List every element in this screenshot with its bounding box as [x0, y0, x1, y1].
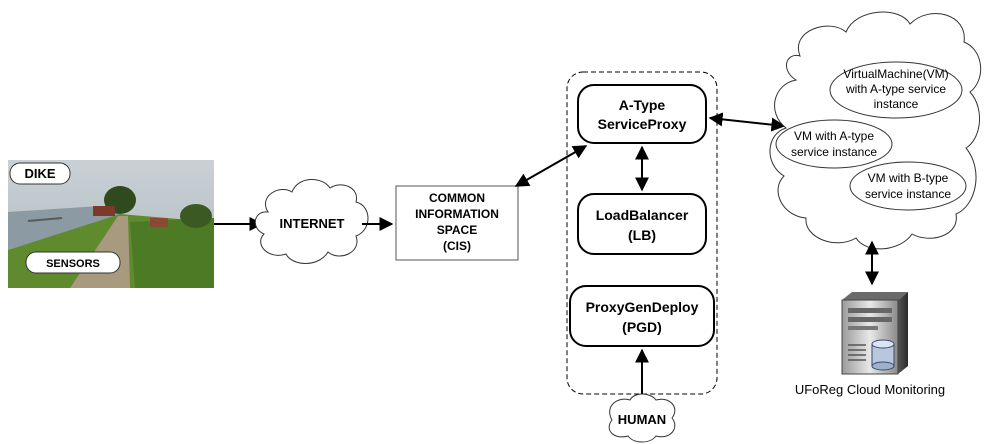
svg-text:A-Type: A-Type — [619, 97, 666, 113]
cis-box: COMMON INFORMATION SPACE (CIS) — [395, 185, 519, 261]
svg-text:(CIS): (CIS) — [443, 239, 471, 253]
svg-text:VirtualMachine(VM): VirtualMachine(VM) — [843, 67, 948, 81]
vm2-ellipse: VM with A-type service instance — [775, 119, 893, 169]
svg-text:service instance: service instance — [791, 145, 877, 159]
svg-text:ProxyGenDeploy: ProxyGenDeploy — [586, 299, 699, 315]
svg-text:(PGD): (PGD) — [622, 319, 662, 335]
svg-text:instance: instance — [874, 97, 919, 111]
arrow-proxy-cloud — [708, 112, 786, 132]
svg-text:DIKE: DIKE — [24, 166, 55, 181]
svg-text:COMMON: COMMON — [429, 191, 485, 205]
svg-text:INFORMATION: INFORMATION — [415, 207, 499, 221]
server-icon — [841, 292, 908, 375]
load-balancer-box: LoadBalancer (LB) — [577, 193, 707, 255]
proxy-gen-deploy-box: ProxyGenDeploy (PGD) — [569, 285, 715, 347]
internet-label: INTERNET — [280, 216, 345, 231]
svg-text:(LB): (LB) — [628, 227, 656, 243]
vm3-ellipse: VM with B-type service instance — [849, 161, 967, 211]
svg-text:service instance: service instance — [865, 187, 951, 201]
svg-text:SENSORS: SENSORS — [46, 258, 100, 270]
server-caption: UFoReg Cloud Monitoring — [795, 382, 945, 397]
arrow-cis-proxy — [514, 145, 588, 187]
vm1-ellipse: VirtualMachine(VM) with A-type service i… — [829, 61, 963, 119]
service-proxy-box: A-Type ServiceProxy — [577, 84, 707, 144]
svg-text:with A-type service: with A-type service — [845, 82, 946, 96]
database-icon — [871, 339, 895, 371]
svg-text:LoadBalancer: LoadBalancer — [596, 207, 689, 223]
dike-label: DIKE — [9, 162, 71, 185]
sensors-label: SENSORS — [25, 251, 121, 274]
svg-text:ServiceProxy: ServiceProxy — [598, 116, 687, 132]
human-node: HUMAN — [608, 393, 676, 443]
internet-cloud: INTERNET — [254, 179, 369, 264]
svg-text:VM with B-type: VM with B-type — [868, 171, 949, 185]
svg-text:VM with A-type: VM with A-type — [794, 129, 874, 143]
svg-text:HUMAN: HUMAN — [618, 412, 666, 427]
svg-text:SPACE: SPACE — [437, 223, 477, 237]
